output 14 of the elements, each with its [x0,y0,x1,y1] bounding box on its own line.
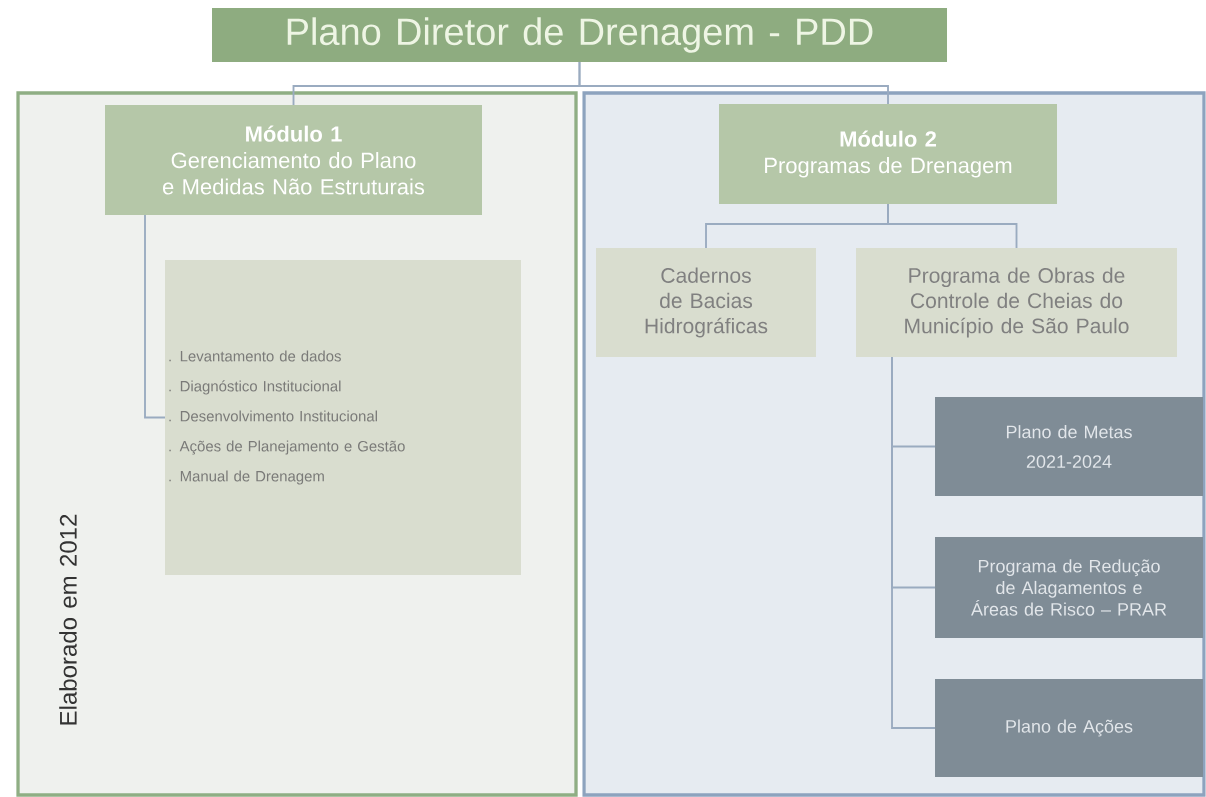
connector [891,356,936,729]
module-box: Módulo 2 Programas de Drenagem [719,104,1057,204]
title-banner: Plano Diretor de Drenagem - PDD [212,8,947,62]
program-box: Cadernos de Bacias Hidrográficas [596,248,816,357]
connector [144,214,166,419]
module-box: Módulo 1 Gerenciamento do Plano e Medidas Não Estruturais [105,105,482,215]
connector [578,61,889,105]
program-box: Programa de Redução de Alagamentos e Áreas de Risco – PRAR [935,537,1203,638]
vertical-label: Elaborado em 2012 [59,514,77,725]
list-box: . Levantamento de dados . Diagnóstico Institucional . Desenvolvimento Institucional . Ações de Planejamento e Gestão . Manual de Drenagem [165,260,521,575]
connector [887,203,1018,249]
program-box: Plano de Metas 2021-2024 [935,397,1203,496]
program-box: Plano de Ações [935,679,1203,777]
program-box: Programa de Obras de Controle de Cheias do Município de São Paulo [856,248,1177,357]
